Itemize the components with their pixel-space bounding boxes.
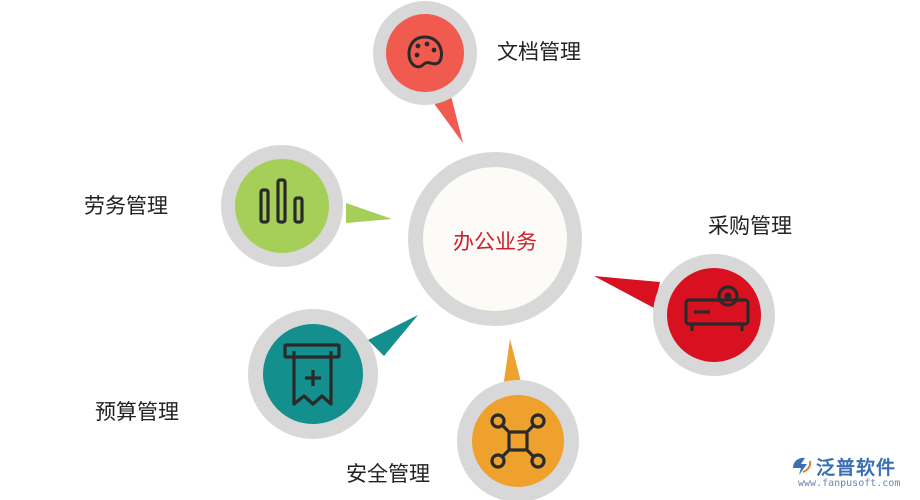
pointer-procurement xyxy=(594,276,660,308)
receipt-icon xyxy=(283,343,341,406)
pointer-document xyxy=(430,92,463,143)
bar-chart-icon xyxy=(259,178,304,224)
center-label: 办公业务 xyxy=(453,230,537,254)
node-safety-fill xyxy=(472,395,564,487)
brand-mark-icon xyxy=(793,457,812,475)
node-labor-fill xyxy=(235,159,329,253)
pointer-labor xyxy=(346,203,392,223)
label-document: 文档管理 xyxy=(497,40,581,64)
brand-url: www.fanpusoft.com xyxy=(798,478,901,489)
projector-icon xyxy=(684,285,750,331)
label-safety: 安全管理 xyxy=(346,462,430,486)
label-procurement: 采购管理 xyxy=(708,214,792,238)
brand-logo: 泛普软件 www.fanpusoft.com xyxy=(790,452,912,492)
center-node xyxy=(423,167,567,311)
palette-icon xyxy=(407,35,443,69)
node-budget[interactable] xyxy=(248,309,378,439)
pointer-safety xyxy=(503,339,523,390)
brand-name: 泛普软件 xyxy=(816,457,897,479)
label-budget: 预算管理 xyxy=(95,400,179,424)
pointer-budget xyxy=(368,315,418,356)
node-safety[interactable] xyxy=(457,380,579,500)
node-document[interactable] xyxy=(373,1,477,105)
node-labor[interactable] xyxy=(221,145,343,267)
node-procurement[interactable] xyxy=(653,254,775,376)
node-document-fill xyxy=(386,14,464,92)
label-labor: 劳务管理 xyxy=(84,194,168,218)
drone-icon xyxy=(490,413,546,469)
